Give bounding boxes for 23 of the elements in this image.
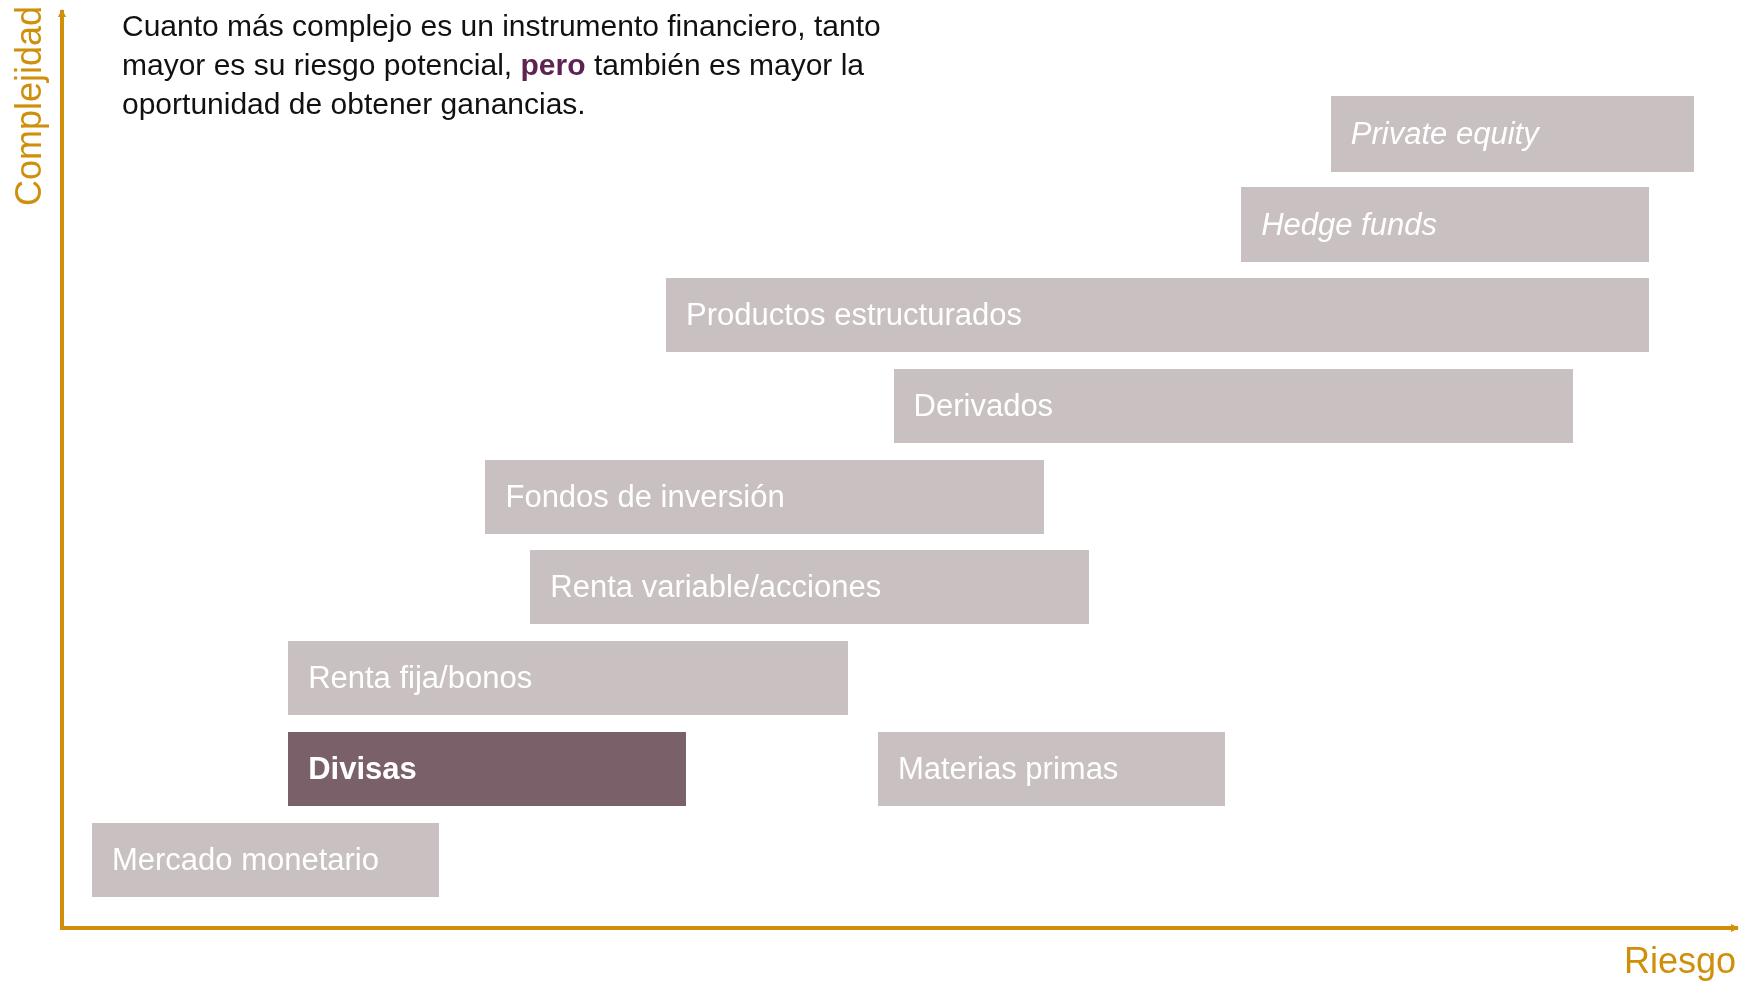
category-bar [530, 550, 1089, 625]
heading-text: Cuanto más complejo es un instrumento financiero, tanto mayor es su riesgo potencial, pero también es mayor la oportunidad de obtener ganancias. [122, 8, 882, 122]
bar-label: Renta variable/acciones [550, 569, 882, 606]
axis-title: Complejidad [8, 6, 50, 207]
category-bar [91, 822, 440, 897]
category-bar [288, 732, 687, 807]
bar-label: Hedge funds [1261, 206, 1437, 243]
category-bar [893, 368, 1573, 443]
category-bar [877, 732, 1226, 807]
bar-label: Divisas [308, 751, 417, 788]
bar-label: Fondos de inversión [505, 478, 785, 515]
axis-title: Riesgo [1623, 940, 1736, 982]
category-bar [485, 459, 1044, 534]
category-bar [288, 641, 848, 716]
category-bar [1241, 187, 1650, 263]
bar-label: Materias primas [897, 751, 1119, 788]
category-bar [1330, 96, 1695, 172]
bar-label: Private equity [1350, 115, 1539, 152]
bar-label: Derivados [913, 387, 1054, 424]
bar-label: Productos estructurados [685, 297, 1022, 334]
bar-label: Mercado monetario [111, 841, 379, 878]
bar-label: Renta fija/bonos [308, 660, 533, 697]
category-bar [665, 278, 1650, 353]
